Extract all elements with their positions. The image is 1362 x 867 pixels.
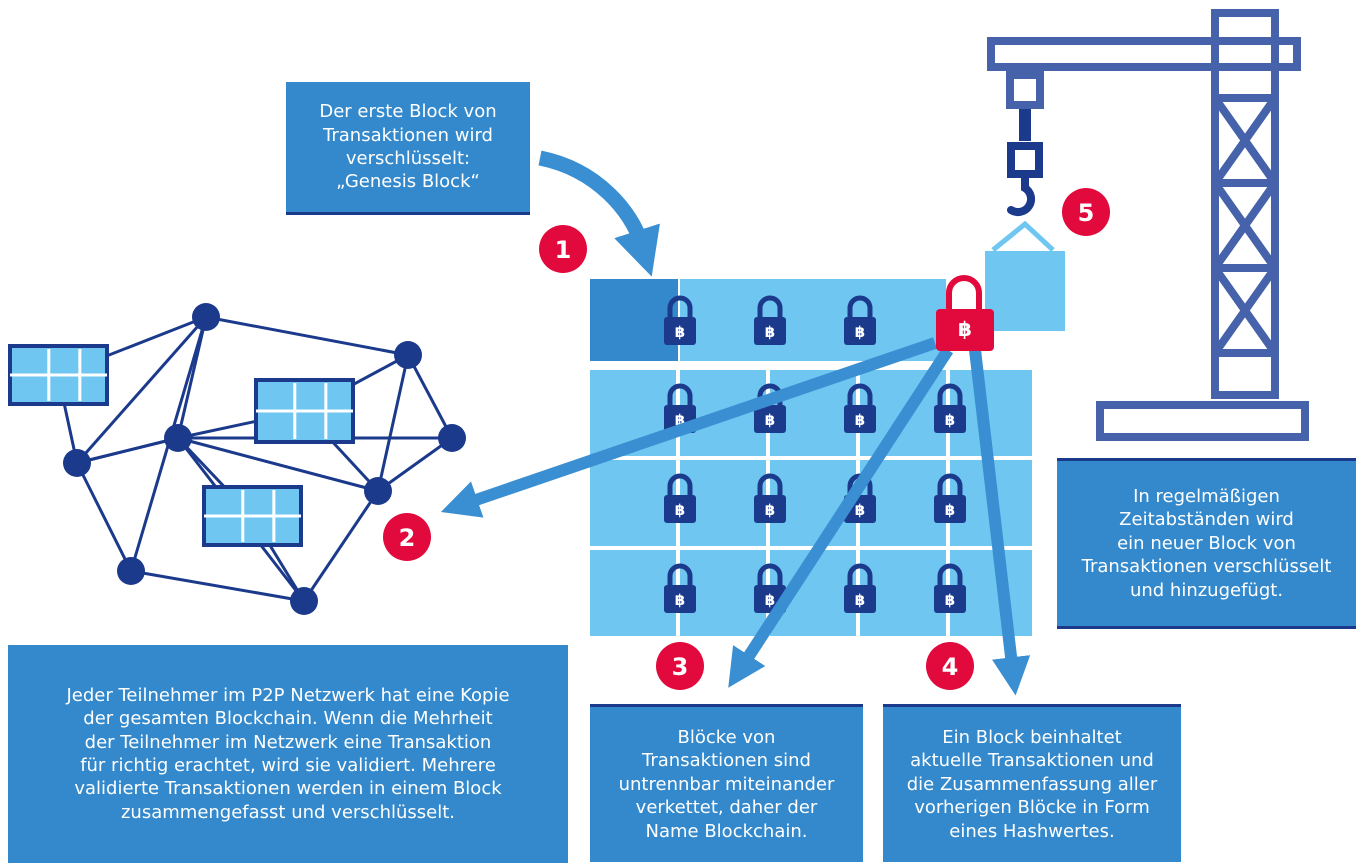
block-row-top bbox=[680, 279, 946, 361]
network-link bbox=[376, 354, 410, 492]
padlock-icon: ฿ bbox=[844, 295, 876, 345]
bitcoin-icon: ฿ bbox=[855, 501, 865, 519]
marker-3: 3 bbox=[656, 642, 704, 690]
arrow-to-network bbox=[440, 337, 937, 518]
padlock-icon: ฿ bbox=[664, 473, 696, 523]
network-node bbox=[364, 477, 392, 505]
bitcoin-icon: ฿ bbox=[675, 411, 685, 429]
bitcoin-icon: ฿ bbox=[855, 323, 865, 341]
network-link bbox=[76, 436, 179, 465]
marker-1: 1 bbox=[539, 225, 587, 273]
padlock-icon: ฿ bbox=[754, 473, 786, 523]
network-node bbox=[117, 557, 145, 585]
arrow-hash bbox=[969, 349, 1031, 696]
marker-5-label: 5 bbox=[1078, 199, 1095, 227]
padlock-icon: ฿ bbox=[934, 473, 966, 523]
marker-2: 2 bbox=[383, 513, 431, 561]
bitcoin-icon: ฿ bbox=[675, 323, 685, 341]
bitcoin-icon: ฿ bbox=[958, 317, 972, 341]
block-cell bbox=[590, 550, 676, 636]
marker-3-label: 3 bbox=[672, 653, 689, 681]
padlock-icon: ฿ bbox=[844, 383, 876, 433]
arrow-genesis bbox=[538, 150, 660, 277]
network-node bbox=[164, 424, 192, 452]
network-block-icon bbox=[8, 344, 109, 406]
callout-genesis: Der erste Block von Transaktionen wird v… bbox=[286, 82, 530, 215]
crane-hook-icon bbox=[991, 71, 1055, 252]
bitcoin-icon: ฿ bbox=[675, 501, 685, 519]
network-node bbox=[63, 449, 91, 477]
bitcoin-icon: ฿ bbox=[765, 323, 775, 341]
callout-p2p: Jeder Teilnehmer im P2P Netzwerk hat ein… bbox=[8, 645, 568, 863]
padlock-icon: ฿ bbox=[934, 563, 966, 613]
padlock-icon: ฿ bbox=[754, 295, 786, 345]
bitcoin-icon: ฿ bbox=[945, 501, 955, 519]
network-link bbox=[377, 436, 453, 493]
marker-1-label: 1 bbox=[555, 236, 572, 264]
blockchain-grid: ฿฿฿฿฿฿฿฿฿฿฿฿฿฿฿ bbox=[590, 279, 1032, 636]
marker-5: 5 bbox=[1062, 188, 1110, 236]
padlock-icon: ฿ bbox=[934, 383, 966, 433]
new-block-lock: ฿ bbox=[936, 275, 994, 351]
marker-4-label: 4 bbox=[942, 653, 959, 681]
block-cell bbox=[590, 460, 676, 546]
network-link bbox=[130, 569, 305, 603]
padlock-icon bbox=[946, 275, 982, 314]
network-link bbox=[302, 490, 380, 602]
marker-2-label: 2 bbox=[399, 524, 416, 552]
network-node bbox=[290, 587, 318, 615]
bitcoin-icon: ฿ bbox=[765, 591, 775, 609]
network-node bbox=[192, 303, 220, 331]
padlock-icon: ฿ bbox=[664, 563, 696, 613]
network-icon bbox=[8, 303, 466, 615]
marker-4: 4 bbox=[926, 642, 974, 690]
bitcoin-icon: ฿ bbox=[945, 411, 955, 429]
genesis-block bbox=[590, 279, 678, 361]
padlock-icon: ฿ bbox=[664, 295, 696, 345]
callout-periodic: In regelmäßigen Zeitabständen wird ein n… bbox=[1057, 458, 1356, 629]
bitcoin-icon: ฿ bbox=[855, 411, 865, 429]
bitcoin-icon: ฿ bbox=[765, 501, 775, 519]
padlock-icon: ฿ bbox=[844, 563, 876, 613]
network-link bbox=[75, 462, 133, 572]
network-link bbox=[205, 315, 409, 357]
network-block-icon bbox=[202, 485, 303, 547]
network-node bbox=[438, 424, 466, 452]
network-node bbox=[394, 341, 422, 369]
arrow-linked bbox=[728, 346, 954, 688]
bitcoin-icon: ฿ bbox=[855, 591, 865, 609]
network-link bbox=[75, 316, 208, 464]
network-link bbox=[177, 436, 379, 493]
bitcoin-icon: ฿ bbox=[675, 591, 685, 609]
network-link bbox=[406, 354, 454, 439]
bitcoin-icon: ฿ bbox=[765, 411, 775, 429]
callout-hash: Ein Block beinhaltet aktuelle Transaktio… bbox=[883, 704, 1181, 862]
network-block-icon bbox=[254, 378, 355, 444]
new-block bbox=[985, 251, 1065, 331]
crane-icon bbox=[987, 9, 1309, 441]
bitcoin-icon: ฿ bbox=[945, 591, 955, 609]
callout-linked: Blöcke von Transaktionen sind untrennbar… bbox=[590, 704, 863, 862]
arrows bbox=[440, 150, 1031, 696]
